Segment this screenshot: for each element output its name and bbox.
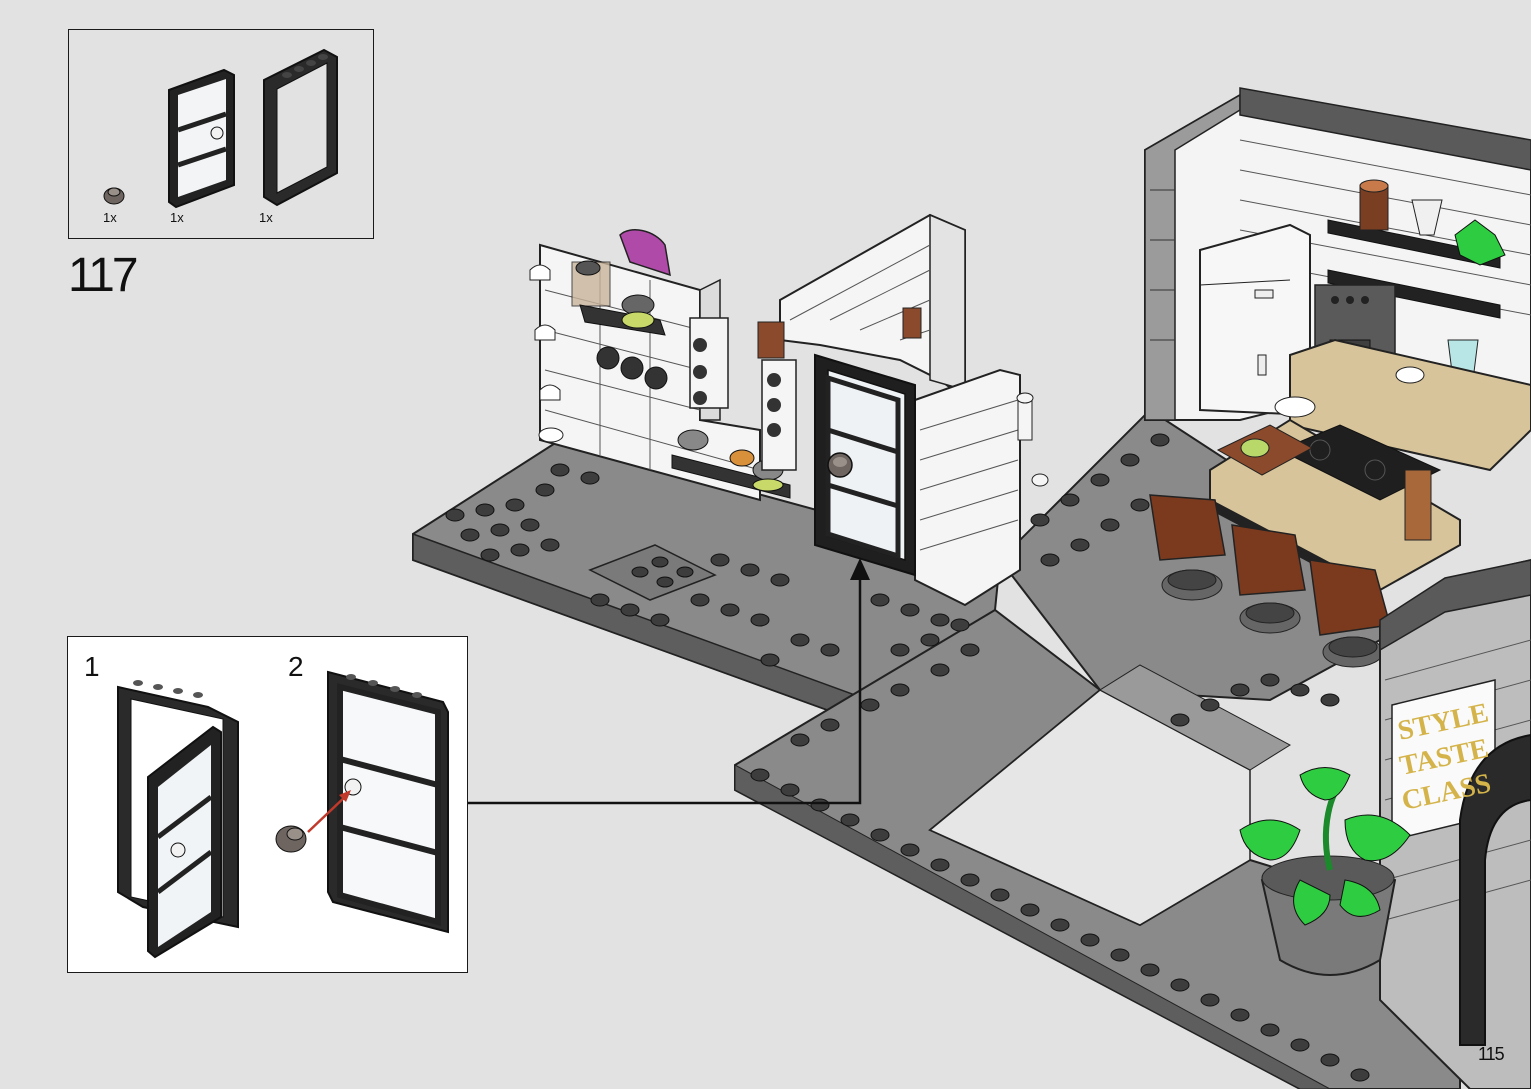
part-qty-1: 1x [103, 210, 117, 225]
door-in-frame [815, 355, 915, 575]
gray-brick-wall-front [1380, 560, 1531, 1089]
substep-callout-panel: 1 2 [67, 636, 468, 973]
part-qty-2: 1x [170, 210, 184, 225]
door-insert-into-frame-icon [113, 667, 253, 957]
step-number: 117 [68, 248, 136, 303]
attach-knob-to-door-icon [273, 667, 463, 957]
page-number: 115 [1478, 1044, 1504, 1065]
door-black-transparent-icon [164, 65, 239, 210]
door-frame-black-icon [259, 45, 344, 210]
substep-1-number: 1 [84, 651, 100, 683]
parts-list-panel: 1x 1x 1x [68, 29, 374, 239]
part-qty-3: 1x [259, 210, 273, 225]
faucet [1017, 393, 1048, 486]
shop-sign: STYLE TASTE CLASS [1395, 697, 1494, 816]
round-plate-dark-gray-icon [101, 183, 129, 207]
